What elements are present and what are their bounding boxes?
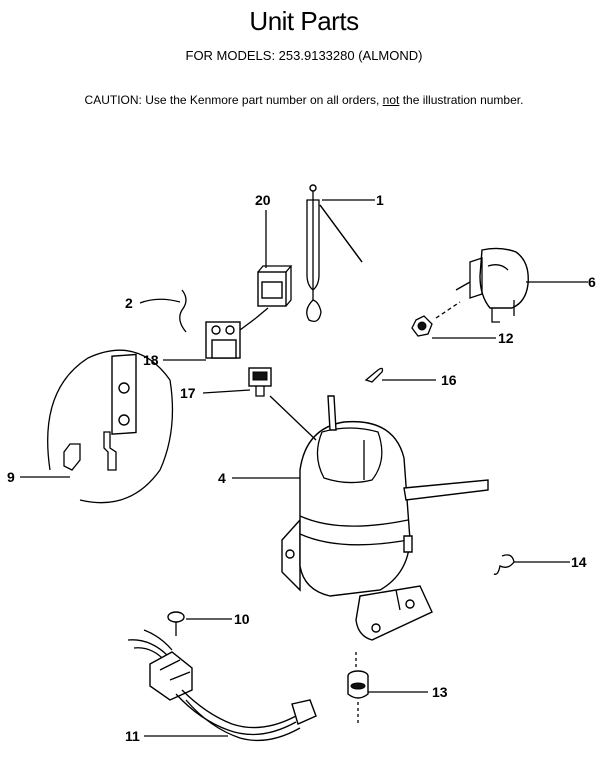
callout-10: 10 (234, 611, 250, 627)
callout-11: 11 (125, 728, 140, 744)
part-10-screw (167, 611, 185, 636)
part-2-wire-clip (179, 289, 187, 333)
part-20-overload-protector (257, 265, 293, 307)
page-title: Unit Parts (249, 6, 359, 36)
part-1-capillary-tube (306, 184, 363, 323)
part-11-power-cord (127, 629, 317, 742)
callout-2: 2 (125, 295, 133, 311)
part-4-compressor (281, 395, 489, 641)
part-9-inset-outlet (47, 349, 174, 504)
models-subtitle: FOR MODELS: 253.9133280 (ALMOND) (185, 48, 423, 63)
callout-14: 14 (571, 554, 587, 570)
part-18-start-relay (205, 307, 269, 359)
caution-note: CAUTION: Use the Kenmore part number on … (0, 93, 608, 107)
callout-4: 4 (218, 470, 226, 486)
caution-suffix: the illustration number. (399, 93, 524, 107)
caution-emphasis: not (382, 93, 400, 107)
leader-17 (202, 389, 251, 394)
part-13-grommet (347, 652, 369, 724)
callout-16: 16 (441, 372, 457, 388)
part-6-fan-motor (455, 247, 529, 323)
part-17-relay-cover (248, 367, 272, 397)
callout-13: 13 (432, 684, 448, 700)
leader-4b (269, 395, 317, 441)
callout-1: 1 (376, 192, 384, 208)
part-16-clip (364, 367, 384, 383)
callout-6: 6 (588, 274, 596, 290)
callout-12: 12 (498, 330, 514, 346)
leader-2 (139, 298, 181, 304)
callout-17: 17 (180, 385, 196, 401)
caution-prefix: CAUTION: Use the Kenmore part number on … (84, 93, 383, 107)
callout-20: 20 (255, 192, 271, 208)
callout-9: 9 (7, 469, 15, 485)
part-12-fan-hub (411, 301, 461, 337)
part-14-grommet (493, 554, 515, 575)
